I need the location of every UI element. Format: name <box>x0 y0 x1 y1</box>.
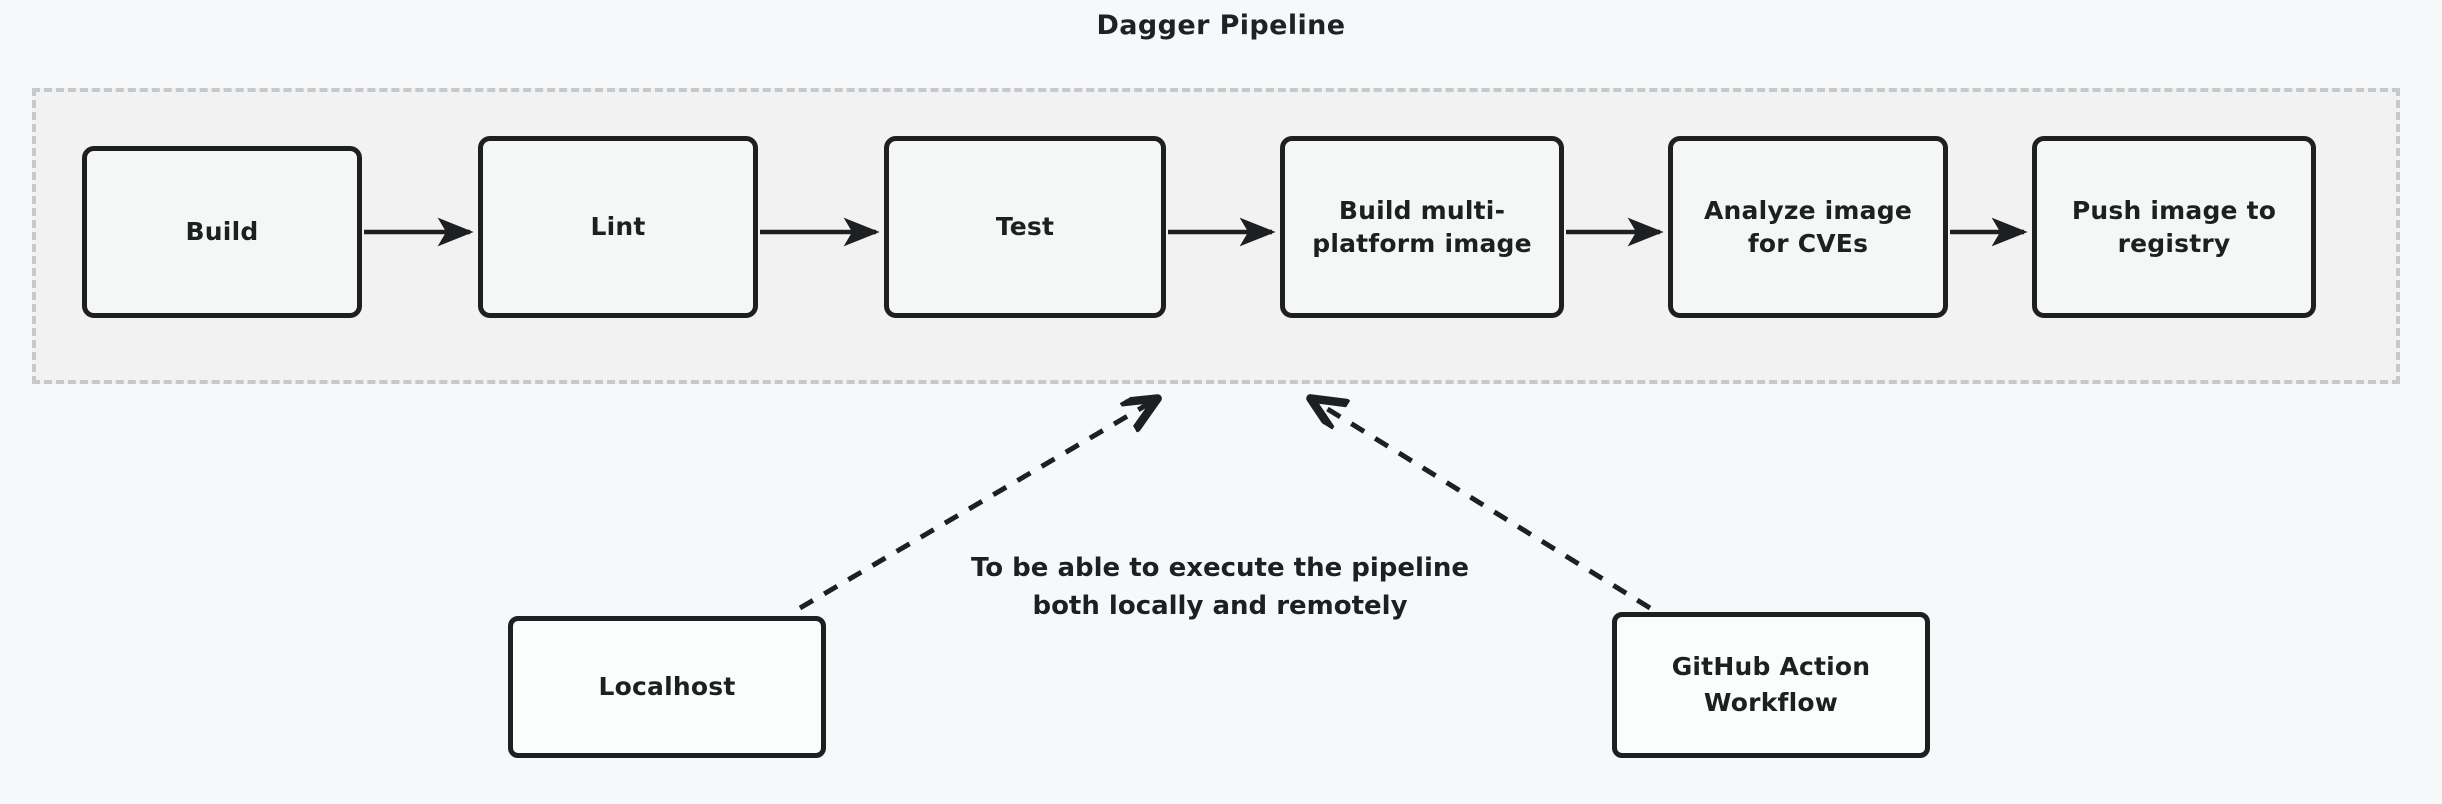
stage-label: Push image to registry <box>2071 195 2277 259</box>
page-title: Dagger Pipeline <box>1096 10 1346 41</box>
node-box-localhost[interactable]: Localhost <box>508 616 826 758</box>
stage-box-test[interactable]: Test <box>884 136 1166 318</box>
stage-box-analyze-image-for-cves[interactable]: Analyze image for CVEs <box>1668 136 1948 318</box>
stage-box-build[interactable]: Build <box>82 146 362 318</box>
stage-label: Lint <box>590 212 646 242</box>
stage-label: Build <box>185 217 259 247</box>
stage-box-lint[interactable]: Lint <box>478 136 758 318</box>
stage-box-push-image-to-registry[interactable]: Push image to registry <box>2032 136 2316 318</box>
node-label: GitHub Action Workflow <box>1671 651 1871 717</box>
stage-box-build-multi-platform-image[interactable]: Build multi- platform image <box>1280 136 1564 318</box>
node-label: Localhost <box>598 671 736 701</box>
stage-label: Build multi- platform image <box>1312 195 1532 259</box>
pipeline-caption: To be able to execute the pipeline both … <box>970 553 1470 621</box>
stage-label: Analyze image for CVEs <box>1703 195 1913 259</box>
stage-label: Test <box>995 212 1055 242</box>
node-box-github-action-workflow[interactable]: GitHub Action Workflow <box>1612 612 1930 758</box>
